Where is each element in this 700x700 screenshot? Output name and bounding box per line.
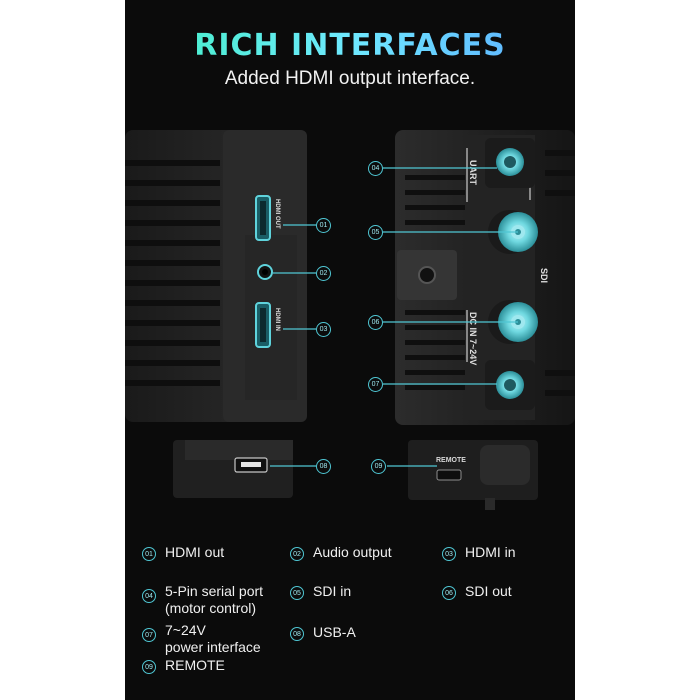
legend-label: 7~24V power interface bbox=[165, 622, 261, 655]
legend-badge: 09 bbox=[142, 660, 156, 674]
legend-label: HDMI out bbox=[165, 544, 225, 560]
hdmi-in-port bbox=[255, 302, 271, 348]
legend-badge: 04 bbox=[142, 589, 156, 603]
callout-06: 06 bbox=[368, 315, 383, 330]
uart-label: UART bbox=[468, 160, 478, 185]
right-device-body: UART SDI DC IN 7~24V bbox=[383, 130, 575, 425]
legend-item-audio-output: 02 Audio output bbox=[290, 544, 392, 561]
callout-03: 03 bbox=[316, 322, 331, 337]
callout-04: 04 bbox=[368, 161, 383, 176]
right-heat-fins bbox=[405, 150, 575, 396]
right-leader-lines bbox=[383, 167, 518, 385]
hdmi-out-label: HDMI OUT bbox=[274, 199, 280, 229]
legend-label: REMOTE bbox=[165, 657, 225, 673]
legend-label: 5-Pin serial port (motor control) bbox=[165, 583, 264, 616]
callout-07: 07 bbox=[368, 377, 383, 392]
callout-05: 05 bbox=[368, 225, 383, 240]
legend-badge: 06 bbox=[442, 586, 456, 600]
callout-08: 08 bbox=[316, 459, 331, 474]
dc-power-port bbox=[485, 360, 535, 410]
legend-badge: 05 bbox=[290, 586, 304, 600]
legend-item-serial-port: 04 5-Pin serial port (motor control) bbox=[142, 583, 263, 617]
left-leader-lines bbox=[273, 224, 316, 330]
legend-item-power-interface: 07 7~24V power interface bbox=[142, 622, 261, 656]
legend-badge: 02 bbox=[290, 547, 304, 561]
legend-item-remote: 09 REMOTE bbox=[142, 657, 225, 674]
legend-item-hdmi-out: 01 HDMI out bbox=[142, 544, 224, 561]
mounting-plate bbox=[397, 250, 457, 300]
legend-label: HDMI in bbox=[465, 544, 516, 560]
remote-label: REMOTE bbox=[436, 457, 466, 464]
device-illustration: HDMI OUT HDMI IN bbox=[125, 130, 575, 510]
usb-side-body bbox=[173, 440, 316, 498]
legend-label: USB-A bbox=[313, 624, 356, 640]
product-canvas: RICH INTERFACES Added HDMI output interf… bbox=[125, 0, 575, 700]
left-heat-fins bbox=[125, 160, 220, 386]
uart-port bbox=[485, 138, 535, 188]
legend-badge: 01 bbox=[142, 547, 156, 561]
page-subtitle: Added HDMI output interface. bbox=[224, 68, 476, 89]
legend-label: SDI in bbox=[313, 583, 352, 599]
dc-in-label: DC IN 7~24V bbox=[468, 312, 478, 365]
hdmi-out-port bbox=[255, 195, 271, 241]
page-title: RICH INTERFACES bbox=[125, 28, 575, 63]
hdmi-in-label: HDMI IN bbox=[274, 308, 280, 331]
callout-02: 02 bbox=[316, 266, 331, 281]
legend-item-usb-a: 08 USB-A bbox=[290, 624, 356, 641]
sdi-label: SDI bbox=[539, 268, 549, 283]
legend-badge: 08 bbox=[290, 627, 304, 641]
callout-09: 09 bbox=[371, 459, 386, 474]
callout-01: 01 bbox=[316, 218, 331, 233]
legend-badge: 03 bbox=[442, 547, 456, 561]
left-device-body: HDMI OUT HDMI IN bbox=[125, 130, 316, 422]
audio-jack bbox=[257, 264, 273, 280]
legend-item-sdi-out: 06 SDI out bbox=[442, 583, 512, 600]
legend-item-hdmi-in: 03 HDMI in bbox=[442, 544, 516, 561]
legend-badge: 07 bbox=[142, 628, 156, 642]
remote-side-body: REMOTE bbox=[387, 440, 538, 510]
legend-item-sdi-in: 05 SDI in bbox=[290, 583, 351, 600]
legend-label: SDI out bbox=[465, 583, 512, 599]
legend-label: Audio output bbox=[313, 544, 392, 560]
